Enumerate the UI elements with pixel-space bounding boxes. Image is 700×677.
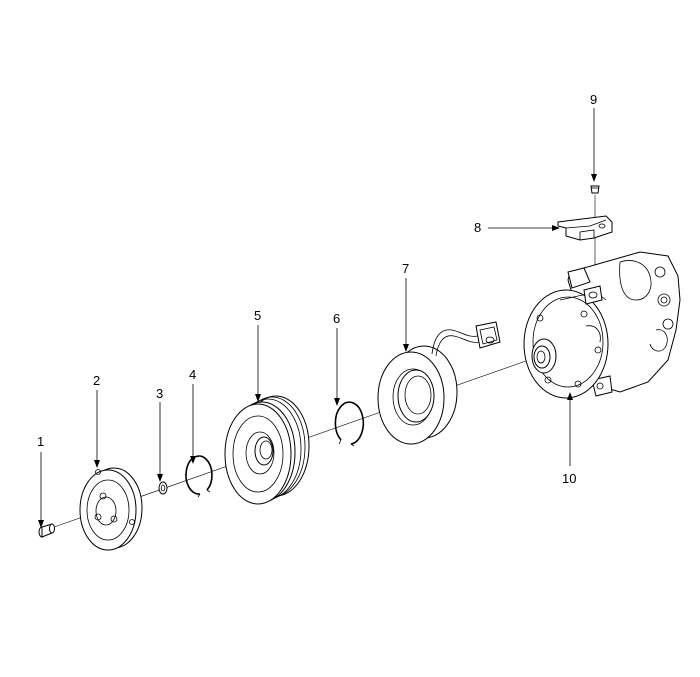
callout-label-1: 1 — [37, 434, 44, 449]
callout-label-10: 10 — [562, 471, 576, 486]
callout-label-4: 4 — [189, 367, 196, 382]
snap-ring-6-part — [334, 401, 365, 447]
callout-8 — [488, 225, 560, 231]
callout-label-9: 9 — [590, 92, 597, 107]
callout-label-7: 7 — [402, 261, 409, 276]
callout-9 — [591, 108, 597, 182]
callout-label-8: 8 — [474, 220, 481, 235]
callout-1 — [38, 452, 44, 528]
callout-7 — [403, 278, 409, 352]
callout-3 — [157, 402, 163, 482]
snap-ring-4-part — [185, 455, 213, 498]
field-coil-part — [377, 321, 501, 445]
pressure-plate-part — [79, 467, 143, 551]
callout-label-2: 2 — [93, 373, 100, 388]
pulley-part — [224, 395, 310, 505]
callout-label-5: 5 — [254, 308, 261, 323]
callout-6 — [334, 328, 340, 406]
bracket-part — [557, 215, 613, 241]
callout-4 — [190, 384, 196, 464]
callout-2 — [94, 390, 100, 468]
callout-10 — [567, 392, 573, 466]
screw-part — [590, 185, 600, 194]
shim-part — [158, 481, 168, 495]
callout-5 — [255, 325, 261, 402]
bolt-part — [38, 523, 55, 538]
compressor-part — [523, 251, 681, 399]
callout-label-3: 3 — [156, 386, 163, 401]
callout-label-6: 6 — [333, 311, 340, 326]
